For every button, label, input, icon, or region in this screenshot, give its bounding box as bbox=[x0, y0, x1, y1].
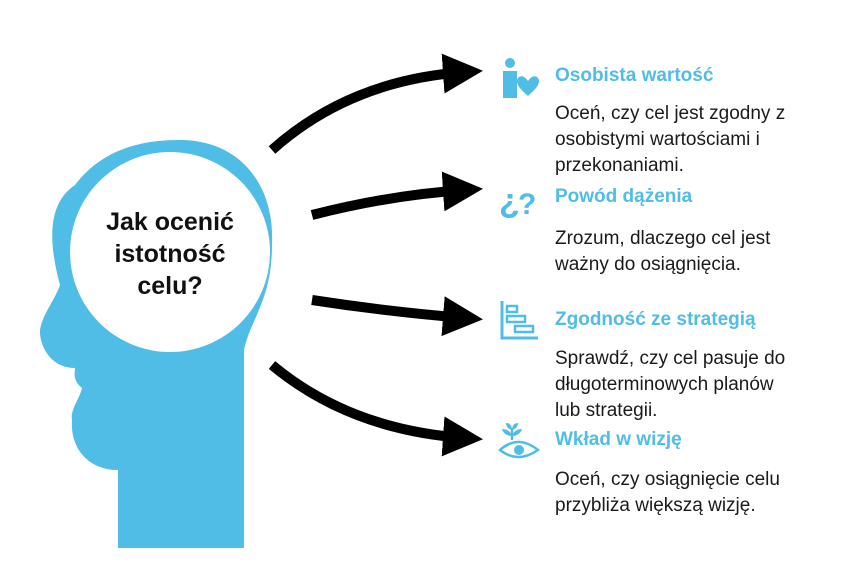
item-1-title: Osobista wartość bbox=[555, 65, 714, 86]
center-line-1: Jak ocenić bbox=[106, 208, 234, 236]
item-4-desc-line: Oceń, czy osiągnięcie celu bbox=[555, 469, 780, 490]
question-marks-icon: ¿ ? bbox=[499, 182, 536, 221]
center-line-2: istotność bbox=[114, 240, 226, 268]
svg-text:?: ? bbox=[518, 188, 536, 221]
person-heart-icon bbox=[503, 58, 539, 98]
arrow-to-item-3 bbox=[311, 295, 483, 337]
item-4-title: Wkład w wizję bbox=[555, 429, 682, 450]
item-3-desc-line: długoterminowych planów bbox=[555, 374, 774, 395]
item-1-desc-line: osobistymi wartościami i bbox=[555, 129, 760, 150]
arrow-to-item-1 bbox=[268, 53, 483, 154]
item-2-title: Powód dążenia bbox=[555, 186, 693, 207]
item-2-desc-line: ważny do osiągnięcia. bbox=[555, 254, 741, 275]
item-4-description: Oceń, czy osiągnięcie celu przybliża wię… bbox=[555, 467, 780, 519]
item-1-description: Oceń, czy cel jest zgodny z osobistymi w… bbox=[555, 101, 785, 179]
arrow-to-item-4 bbox=[268, 361, 483, 457]
item-3-desc-line: lub strategii. bbox=[555, 400, 658, 421]
gantt-chart-icon bbox=[500, 301, 538, 340]
item-1-desc-line: Oceń, czy cel jest zgodny z bbox=[555, 103, 786, 124]
eye-plant-icon bbox=[498, 423, 541, 459]
item-3-title: Zgodność ze strategią bbox=[555, 309, 756, 330]
item-3-desc-line: Sprawdź, czy cel pasuje do bbox=[555, 348, 786, 369]
item-2-description: Zrozum, dlaczego cel jest ważny do osiąg… bbox=[555, 226, 770, 278]
head-inner-circle bbox=[70, 152, 270, 352]
center-question: Jak ocenić istotność celu? bbox=[80, 206, 260, 302]
item-4-desc-line: przybliża większą wizję. bbox=[555, 495, 756, 516]
svg-text:¿: ¿ bbox=[499, 182, 520, 220]
item-2-desc-line: Zrozum, dlaczego cel jest bbox=[555, 228, 771, 249]
center-line-3: celu? bbox=[137, 272, 203, 300]
arrow-to-item-2 bbox=[310, 171, 483, 220]
item-3-description: Sprawdź, czy cel pasuje do długoterminow… bbox=[555, 346, 785, 424]
item-1-desc-line: przekonaniami. bbox=[555, 155, 684, 176]
